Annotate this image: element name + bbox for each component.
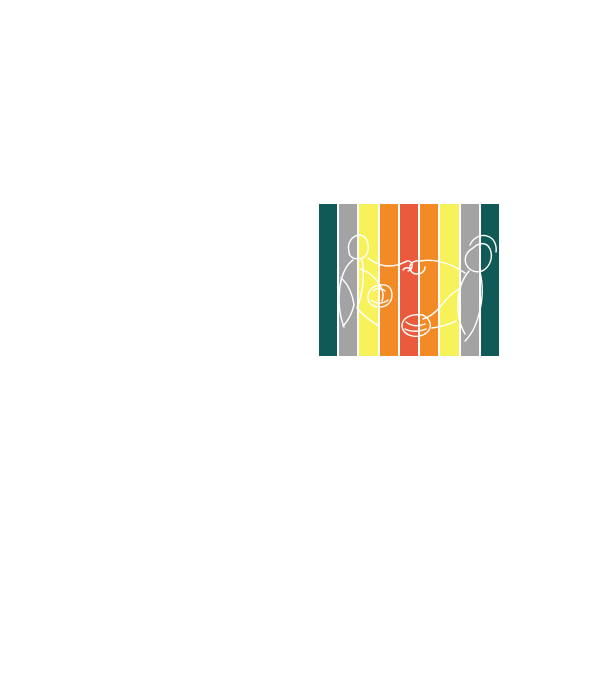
right-boxer-figure	[401, 234, 497, 342]
boxing-artwork	[319, 204, 499, 356]
color-stripe-7	[440, 204, 459, 356]
color-stripe-4	[379, 204, 398, 356]
color-stripe-1	[319, 204, 338, 356]
color-stripe-5	[399, 204, 419, 356]
boxers-illustration	[338, 234, 497, 342]
color-stripe-2	[339, 204, 358, 356]
color-stripe-3	[359, 204, 378, 356]
glove-contact-lines	[402, 267, 412, 271]
color-stripe-8	[460, 204, 479, 356]
left-boxer-figure	[338, 234, 413, 328]
